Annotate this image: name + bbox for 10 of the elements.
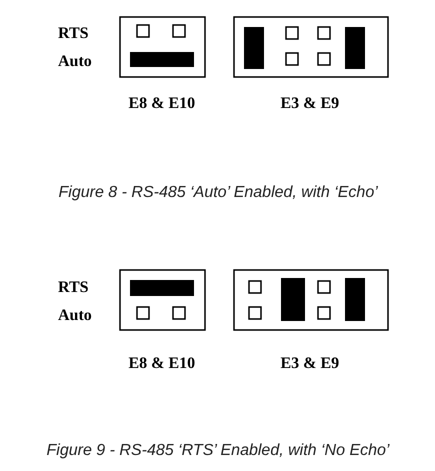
jumper-name: E3 & E9 (280, 356, 340, 372)
row-label: Auto (58, 54, 92, 70)
jumper-name: E3 & E9 (280, 96, 340, 112)
jumper-name: E8 & E10 (128, 96, 196, 112)
figure-caption: Figure 8 - RS-485 ‘Auto’ Enabled, with ‘Echo’ (58, 185, 378, 201)
row-label: RTS (58, 26, 89, 42)
jumper-name: E8 & E10 (128, 356, 196, 372)
row-label: RTS (58, 280, 89, 296)
figure-caption: Figure 9 - RS-485 ‘RTS’ Enabled, with ‘No Echo’ (46, 443, 390, 459)
row-label: Auto (58, 308, 92, 324)
